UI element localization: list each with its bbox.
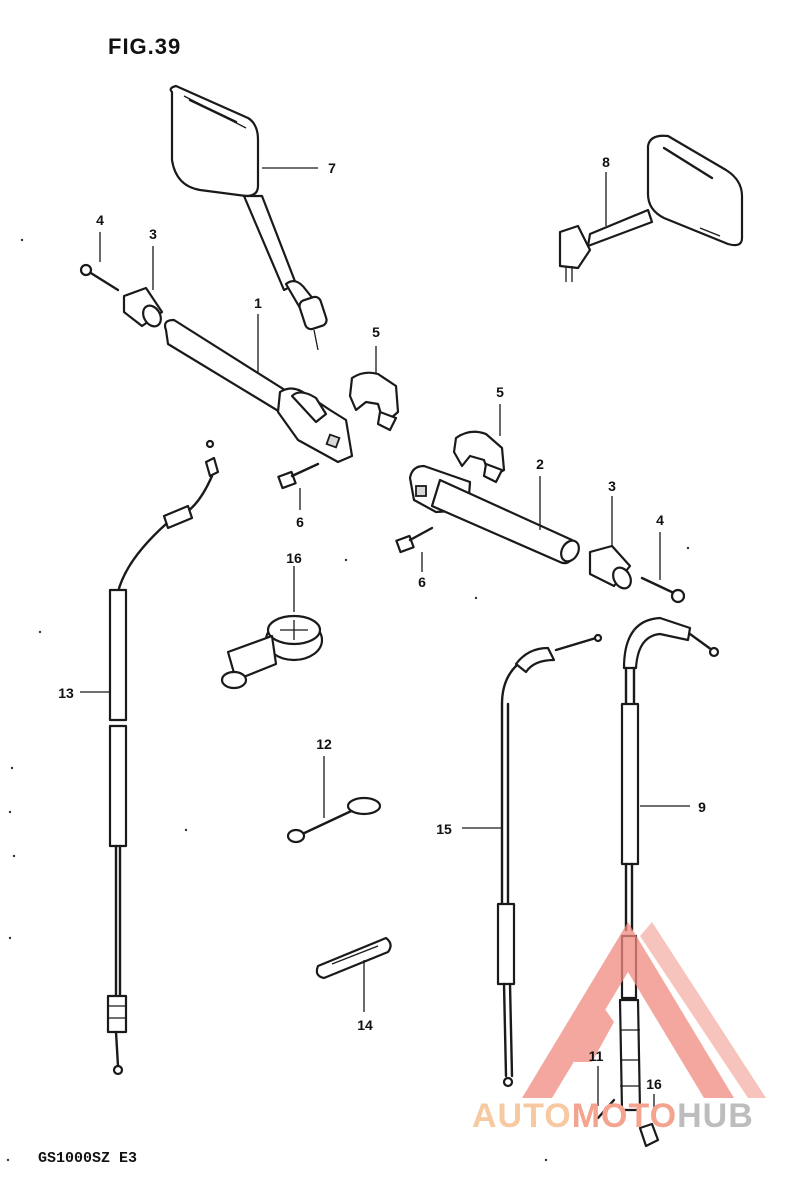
mirror-left	[169, 84, 328, 351]
cable-15	[462, 633, 603, 1088]
callout-5-right: 5	[496, 384, 504, 400]
clamp-right	[452, 404, 506, 484]
callout-15: 15	[436, 821, 452, 837]
callout-3-left: 3	[149, 226, 157, 242]
callout-16: 16	[286, 550, 302, 566]
watermark-hub: HUB	[677, 1097, 754, 1135]
callout-11: 11	[588, 1048, 604, 1064]
bolt-left	[79, 232, 120, 292]
bolt-right	[640, 532, 686, 604]
mirror-right	[558, 134, 744, 282]
callout-4-left: 4	[96, 212, 104, 228]
watermark-text: AUTOMOTOHUB	[472, 1097, 754, 1136]
model-code: GS1000SZ E3	[38, 1150, 138, 1167]
scan-specks	[6, 238, 690, 1162]
bolt-6-right	[395, 526, 434, 572]
callout-1: 1	[254, 295, 262, 311]
clamp-left	[348, 346, 400, 432]
watermark-moto: MOTO	[571, 1097, 678, 1135]
part-14	[315, 936, 392, 1012]
throttle-housing-16	[220, 566, 324, 690]
watermark-auto: AUTO	[472, 1097, 572, 1135]
handlebar-left	[163, 314, 354, 464]
figure-title: FIG.39	[108, 34, 182, 59]
callout-9: 9	[698, 799, 706, 815]
callout-12: 12	[316, 736, 332, 752]
callout-6-right: 6	[418, 574, 426, 590]
callout-16-small: 16	[646, 1076, 662, 1092]
callout-3-right: 3	[608, 478, 616, 494]
part-12	[286, 756, 382, 844]
callout-5-left: 5	[372, 324, 380, 340]
spacer-left	[122, 246, 164, 328]
callout-4-right: 4	[656, 512, 664, 528]
callout-7: 7	[328, 160, 336, 176]
cable-13	[80, 439, 220, 1076]
callout-8: 8	[602, 154, 610, 170]
part-11	[596, 1066, 616, 1120]
callout-2: 2	[536, 456, 544, 472]
bolt-6-left	[277, 462, 320, 510]
watermark-logo	[522, 922, 766, 1098]
part-16-small	[638, 1094, 660, 1148]
callout-14: 14	[357, 1017, 373, 1033]
spacer-right	[588, 496, 632, 590]
callout-13: 13	[58, 685, 74, 701]
callout-6-left: 6	[296, 514, 304, 530]
handlebar-right	[408, 464, 580, 565]
